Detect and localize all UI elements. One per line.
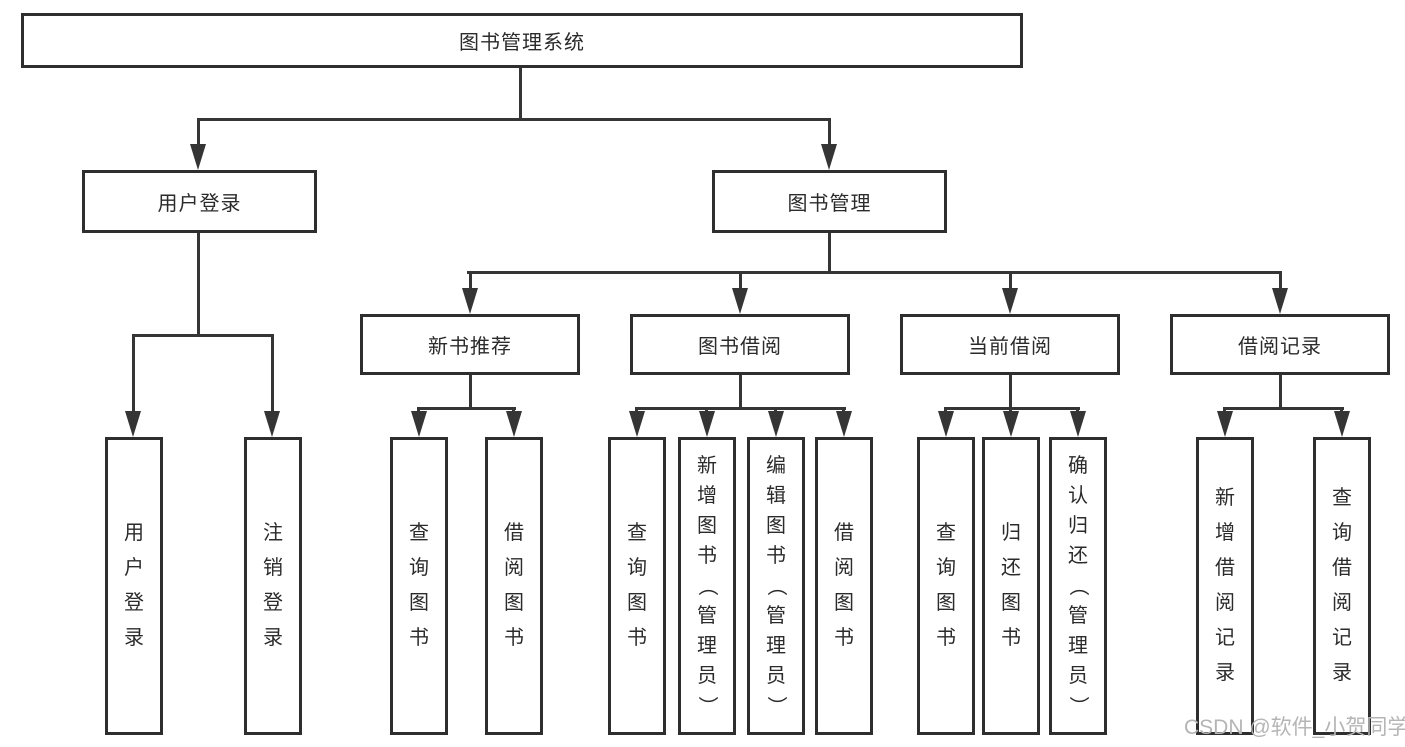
arrowhead-down-icon: [732, 288, 748, 314]
arrowhead-down-icon: [938, 411, 954, 437]
arrowhead-down-icon: [1003, 411, 1019, 437]
node-user-login: 用户登录: [82, 170, 317, 233]
connector-group-rail: [636, 407, 846, 410]
leaf-query-borrow-record: 查询借阅记录: [1313, 437, 1371, 735]
arrowhead-down-icon: [629, 411, 645, 437]
arrowhead-down-icon: [1070, 411, 1086, 437]
node-label: 用户登录: [157, 193, 242, 215]
leaf-label: 新增借阅记录: [1215, 487, 1235, 684]
leaf-label: 新增图书（管理员）: [696, 455, 718, 716]
leaf-label: 归还图书: [1001, 522, 1021, 649]
csdn-watermark: CSDN @软件_小贺同学: [1184, 716, 1405, 739]
node-label: 图书管理: [787, 193, 872, 215]
connector-userlogin-rail: [132, 334, 274, 337]
leaf-label: 借阅图书: [504, 522, 524, 649]
arrowhead-down-icon: [1334, 411, 1350, 437]
leaf-label: 编辑图书（管理员）: [765, 455, 787, 716]
arrowhead-down-icon: [190, 144, 206, 170]
leaf-label: 查询图书: [409, 522, 429, 649]
connector-group-rail: [945, 407, 1080, 410]
node-library-management-system: 图书管理系统: [21, 13, 1023, 68]
connector-root-stem: [519, 68, 522, 121]
connector-group-stem: [1279, 375, 1282, 410]
node-label: 当前借阅: [968, 336, 1052, 358]
leaf-logout: 注销登录: [244, 437, 302, 735]
leaf-label: 查询借阅记录: [1332, 487, 1352, 684]
connector-group-stem: [739, 375, 742, 410]
connector-drop-user-login: [197, 118, 200, 148]
leaf-add-borrow-record: 新增借阅记录: [1196, 437, 1254, 735]
leaf-return-books: 归还图书: [982, 437, 1040, 735]
connector-group-stem: [1009, 375, 1012, 410]
leaf-label: 借阅图书: [834, 522, 854, 649]
leaf-query-books: 查询图书: [390, 437, 448, 735]
arrowhead-down-icon: [836, 411, 852, 437]
leaf-label: 查询图书: [627, 522, 647, 649]
leaf-confirm-return-admin: 确认归还（管理员）: [1049, 437, 1107, 735]
leaf-user-login: 用户登录: [105, 437, 163, 735]
node-new-book-recommend: 新书推荐: [360, 314, 580, 375]
leaf-add-book-admin: 新增图书（管理员）: [678, 437, 736, 735]
connector-bookmgmt-rail: [467, 271, 1282, 274]
leaf-label: 确认归还（管理员）: [1067, 455, 1089, 716]
leaf-label: 用户登录: [124, 522, 144, 649]
node-book-management: 图书管理: [712, 170, 947, 233]
arrowhead-down-icon: [462, 288, 478, 314]
arrowhead-down-icon: [125, 411, 141, 437]
leaf-label: 查询图书: [936, 522, 956, 649]
connector-root-rail: [197, 118, 831, 121]
node-label: 图书管理系统: [459, 32, 585, 54]
arrowhead-down-icon: [1217, 411, 1233, 437]
connector-group-stem: [469, 375, 472, 410]
connector-drop-group: [1009, 271, 1012, 293]
arrowhead-down-icon: [264, 411, 280, 437]
node-label: 图书借阅: [698, 336, 782, 358]
leaf-borrow-books: 借阅图书: [485, 437, 543, 735]
arrowhead-down-icon: [506, 411, 522, 437]
arrowhead-down-icon: [1002, 288, 1018, 314]
node-book-borrowing: 图书借阅: [630, 314, 850, 375]
arrowhead-down-icon: [411, 411, 427, 437]
node-label: 新书推荐: [428, 336, 512, 358]
connector-drop-leaf: [271, 334, 274, 414]
node-borrowing-records: 借阅记录: [1170, 314, 1390, 375]
connector-drop-group: [469, 271, 472, 293]
arrowhead-down-icon: [821, 144, 837, 170]
leaf-label: 注销登录: [263, 522, 283, 649]
connector-drop-book-management: [828, 118, 831, 148]
leaf-borrow-books: 借阅图书: [815, 437, 873, 735]
leaf-query-books: 查询图书: [608, 437, 666, 735]
connector-group-rail: [417, 407, 516, 410]
leaf-edit-book-admin: 编辑图书（管理员）: [747, 437, 805, 735]
connector-drop-group: [739, 271, 742, 293]
connector-userlogin-stem: [197, 233, 200, 337]
arrowhead-down-icon: [699, 411, 715, 437]
connector-drop-group: [1279, 271, 1282, 293]
arrowhead-down-icon: [768, 411, 784, 437]
connector-group-rail: [1224, 407, 1344, 410]
node-current-borrowing: 当前借阅: [900, 314, 1120, 375]
arrowhead-down-icon: [1272, 288, 1288, 314]
leaf-query-books: 查询图书: [917, 437, 975, 735]
connector-drop-leaf: [132, 334, 135, 414]
node-label: 借阅记录: [1238, 336, 1322, 358]
connector-bookmgmt-stem: [828, 233, 831, 274]
